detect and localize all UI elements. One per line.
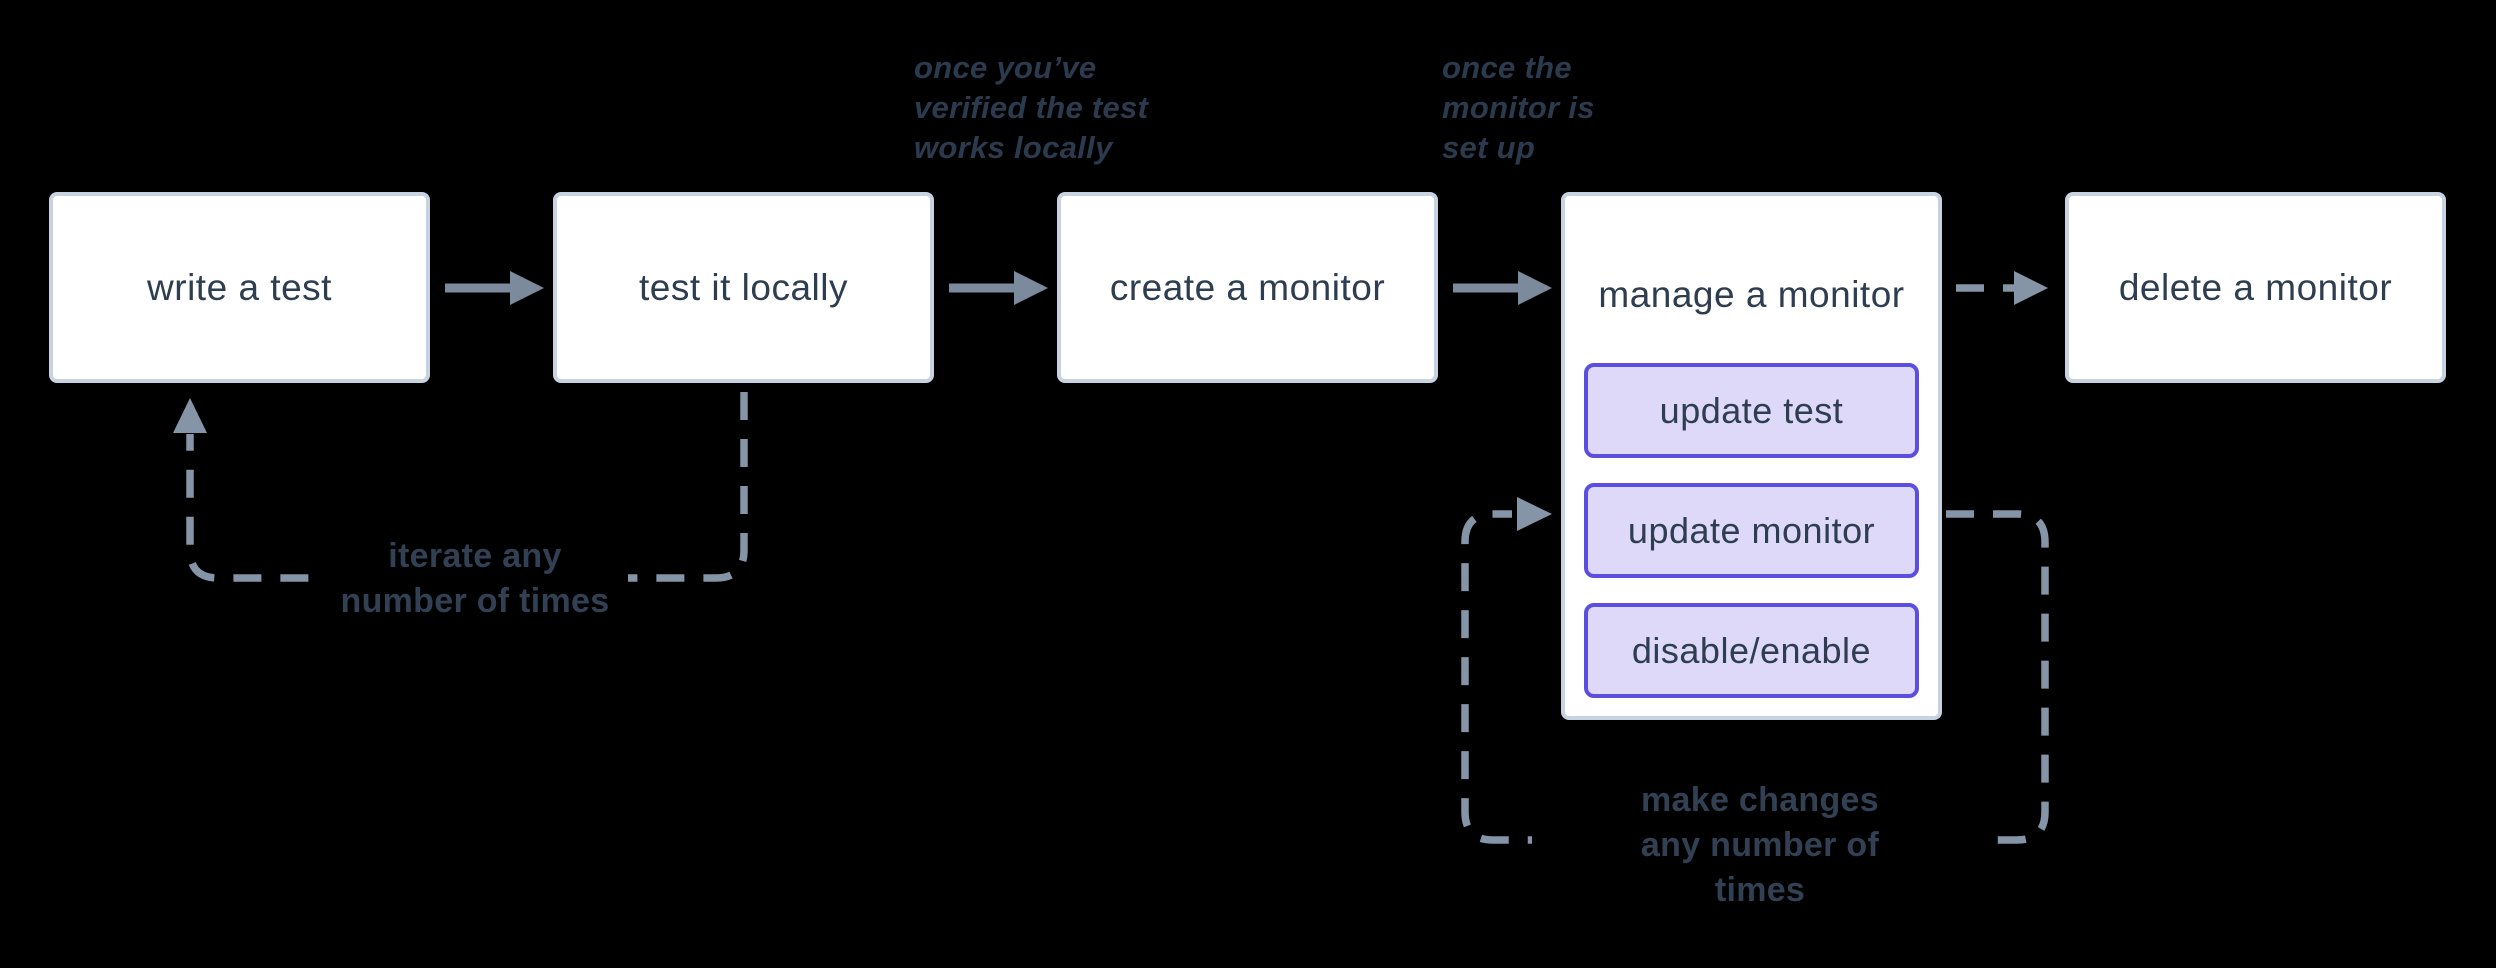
sub-node-label: disable/enable [1631,629,1872,671]
loop-label-make-changes-any-number-of-times: make changes any number of times [1532,774,1988,917]
node-delete-a-monitor: delete a monitor [2065,192,2446,383]
node-label: write a test [147,266,332,308]
node-create-a-monitor: create a monitor [1057,192,1438,383]
sub-node-disable-enable: disable/enable [1584,603,1919,698]
sub-node-label: update monitor [1627,509,1876,551]
arrow-manage-monitor-to-delete-monitor [1956,271,2048,305]
node-label: create a monitor [1109,266,1386,308]
node-manage-a-monitor: manage a monitor update test update moni… [1561,192,1942,720]
loop-iterate-back-to-write-test [173,392,748,582]
node-label: delete a monitor [2118,266,2393,308]
node-write-a-test: write a test [49,192,430,383]
annotation-monitor-is-set-up: once the monitor is set up [1442,50,1595,165]
sub-node-update-test: update test [1584,363,1919,458]
loop-make-changes-around-manage-monitor [1461,497,2049,844]
sub-node-label: update test [1659,389,1844,431]
loop-label-iterate-any-number-of-times: iterate any number of times [322,530,628,628]
arrow-create-monitor-to-manage-monitor [1453,271,1552,305]
node-label: test it locally [638,266,848,308]
arrow-write-to-test-locally [445,271,544,305]
sub-node-update-monitor: update monitor [1584,483,1919,578]
annotation-verified-test-works-locally: once you’ve verified the test works loca… [914,50,1149,165]
arrow-test-locally-to-create-monitor [949,271,1048,305]
node-test-it-locally: test it locally [553,192,934,383]
node-label: manage a monitor [1598,274,1905,315]
